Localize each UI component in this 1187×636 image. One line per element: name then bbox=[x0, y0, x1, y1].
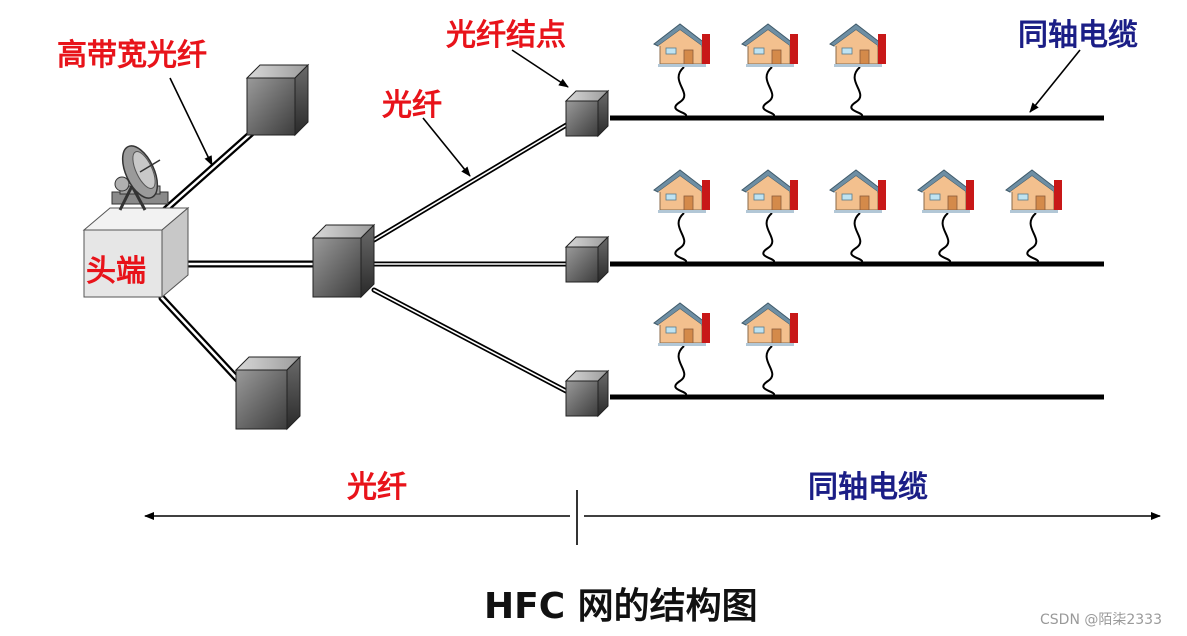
house-icon bbox=[653, 302, 711, 347]
distribution-box-upper bbox=[245, 63, 310, 137]
house-icon bbox=[741, 169, 799, 214]
fiber-node-1 bbox=[564, 89, 610, 138]
label-fiber-section: 光纤 bbox=[347, 470, 407, 505]
label-coax-cable: 同轴电缆 bbox=[1018, 18, 1138, 53]
drop-cable bbox=[762, 66, 776, 117]
label-coax-section: 同轴电缆 bbox=[808, 470, 928, 505]
fiber-link-node-3 bbox=[371, 287, 571, 395]
diagram-title: HFC 网的结构图 bbox=[484, 586, 758, 627]
satellite-dish-icon bbox=[111, 145, 169, 211]
pointer-fiber-node bbox=[511, 49, 569, 88]
house-icon bbox=[1005, 169, 1063, 214]
drop-cable bbox=[850, 212, 864, 263]
drop-cable bbox=[850, 66, 864, 117]
label-pointers bbox=[169, 49, 1081, 177]
houses bbox=[653, 23, 1063, 396]
pointer-fiber bbox=[422, 117, 471, 177]
watermark: CSDN @陌柒2333 bbox=[1040, 612, 1162, 628]
label-fiber-node: 光纤结点 bbox=[446, 18, 566, 53]
coax-cables bbox=[610, 115, 1104, 400]
pointer-coax bbox=[1029, 49, 1081, 113]
house-icon bbox=[829, 169, 887, 214]
house-icon bbox=[917, 169, 975, 214]
section-dimension-lines bbox=[144, 490, 1161, 545]
drop-cable bbox=[762, 345, 776, 396]
fiber-node-3 bbox=[564, 369, 610, 418]
house-icon bbox=[653, 23, 711, 68]
house-icon bbox=[741, 302, 799, 347]
label-head-end: 头端 bbox=[86, 254, 146, 289]
drop-cable bbox=[674, 345, 688, 396]
label-fiber: 光纤 bbox=[382, 88, 442, 123]
distribution-box-lower bbox=[234, 355, 302, 431]
house-icon bbox=[741, 23, 799, 68]
drop-cable bbox=[1026, 212, 1040, 263]
fiber-link-node-1 bbox=[371, 121, 571, 243]
fiber-link-upper-box bbox=[161, 126, 259, 214]
drop-cable bbox=[674, 66, 688, 117]
fiber-links bbox=[158, 121, 571, 395]
fiber-link-lower-box bbox=[158, 294, 244, 386]
pointer-broadband-fiber bbox=[169, 77, 213, 166]
fiber-node-2 bbox=[564, 235, 610, 284]
drop-cable bbox=[762, 212, 776, 263]
house-icon bbox=[653, 169, 711, 214]
label-broadband-fiber: 高带宽光纤 bbox=[57, 38, 207, 73]
head-end-box bbox=[82, 206, 190, 299]
distribution-box-middle bbox=[311, 223, 376, 299]
house-icon bbox=[829, 23, 887, 68]
drop-cable bbox=[938, 212, 952, 263]
drop-cable bbox=[674, 212, 688, 263]
